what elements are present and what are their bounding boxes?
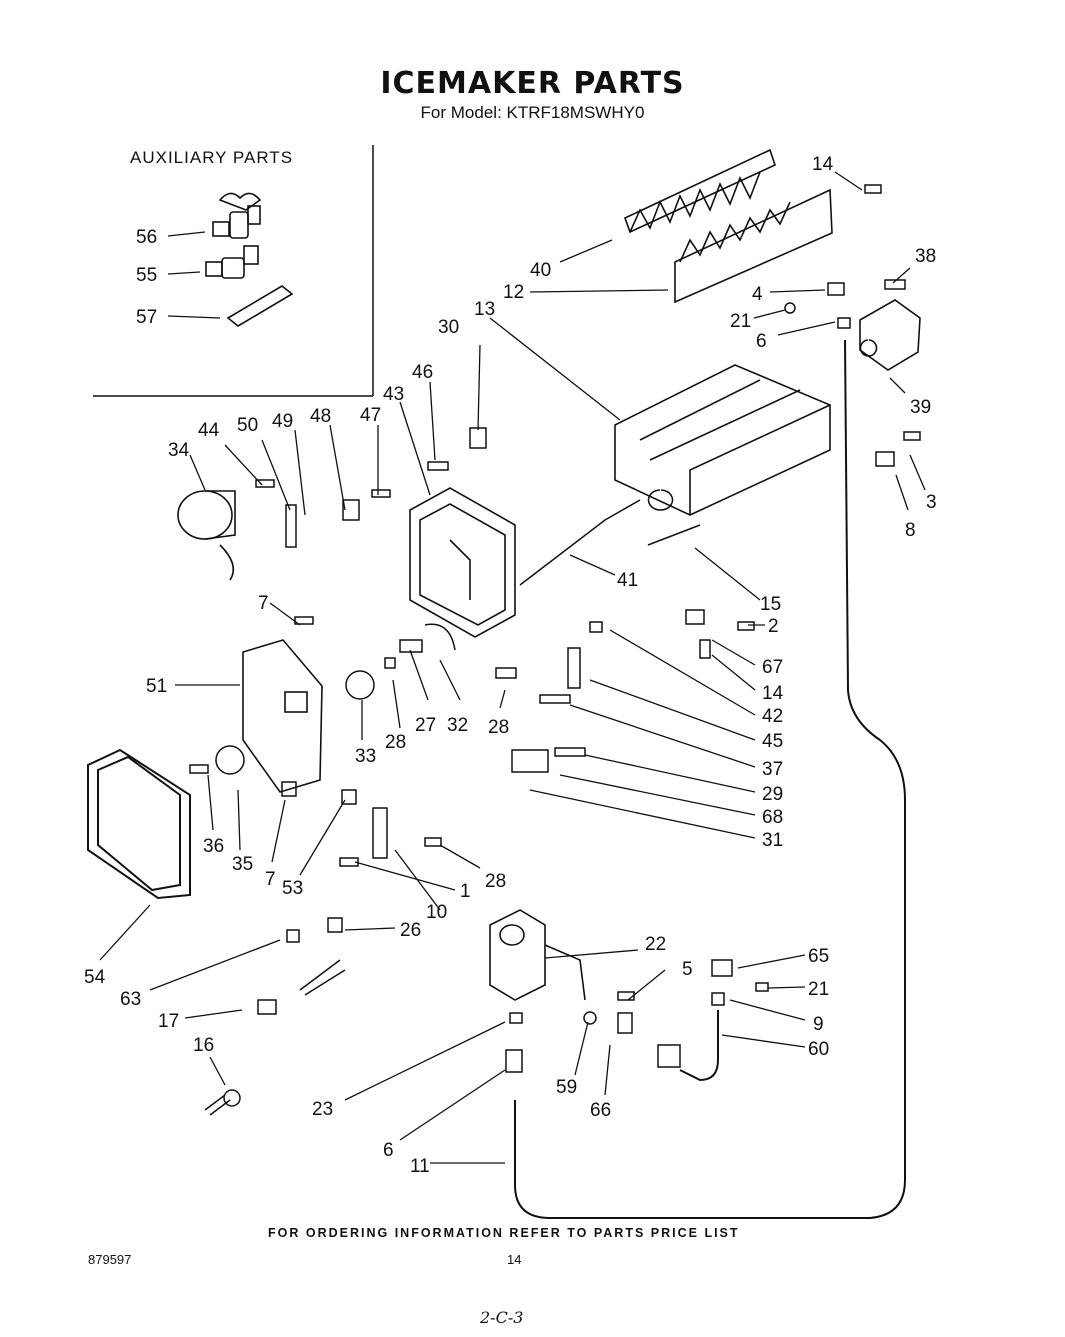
part-label-15: 15: [760, 594, 781, 615]
part-label-43: 43: [383, 384, 404, 405]
part-label-8: 8: [905, 520, 916, 541]
cover-54: [87, 748, 191, 900]
part-label-44: 44: [198, 420, 220, 441]
tube-insert-57: [226, 285, 294, 327]
ice-mold-13: [614, 364, 831, 516]
control-housing-43: [409, 487, 516, 638]
part-label-3: 3: [926, 492, 937, 513]
part-label-56: 56: [136, 227, 157, 248]
handwritten-note: 2-C-3: [480, 1308, 524, 1327]
part-label-45: 45: [762, 731, 783, 752]
part-label-57: 57: [136, 307, 157, 328]
part-label-1: 1: [460, 881, 471, 902]
part-label-40: 40: [530, 260, 551, 281]
part-label-26: 26: [400, 920, 421, 941]
part-label-35: 35: [232, 854, 253, 875]
part-label-33: 33: [355, 746, 376, 767]
part-label-42: 42: [762, 706, 783, 727]
part-label-36: 36: [203, 836, 224, 857]
part-label-31: 31: [762, 830, 783, 851]
model-subtitle: For Model: KTRF18MSWHY0: [420, 103, 645, 122]
part-label-6: 6: [383, 1140, 394, 1161]
page-number: 14: [507, 1252, 522, 1267]
part-label-10: 10: [426, 902, 447, 923]
part-label-48: 48: [310, 406, 331, 427]
part-label-6: 6: [756, 331, 767, 352]
part-label-60: 60: [808, 1039, 829, 1060]
fill-tube-41: [519, 499, 701, 586]
part-label-63: 63: [120, 989, 141, 1010]
part-label-34: 34: [168, 440, 190, 461]
part-label-32: 32: [447, 715, 468, 736]
part-label-23: 23: [312, 1099, 333, 1120]
mounting-plate-51: [242, 639, 323, 793]
part-label-47: 47: [360, 405, 381, 426]
part-label-12: 12: [503, 282, 524, 303]
motor-34: [177, 490, 236, 581]
part-label-13: 13: [474, 299, 495, 320]
part-label-21: 21: [730, 311, 751, 332]
leader-lines: [99, 171, 926, 1164]
part-label-39: 39: [910, 397, 931, 418]
part-label-50: 50: [237, 415, 258, 436]
part-label-65: 65: [808, 946, 829, 967]
part-label-27: 27: [415, 715, 436, 736]
part-label-51: 51: [146, 676, 167, 697]
small-parts: [189, 184, 921, 1116]
auxiliary-parts-heading: AUXILIARY PARTS: [130, 148, 294, 167]
valve-fitting-56: [212, 192, 262, 239]
part-label-53: 53: [282, 878, 303, 899]
part-label-28: 28: [485, 871, 506, 892]
part-label-41: 41: [617, 570, 638, 591]
part-label-14: 14: [812, 154, 834, 175]
part-label-28: 28: [488, 717, 509, 738]
connector-55: [205, 245, 259, 279]
part-label-5: 5: [682, 959, 693, 980]
part-label-49: 49: [272, 411, 293, 432]
part-label-21: 21: [808, 979, 829, 1000]
part-label-7: 7: [265, 869, 276, 890]
water-line: [514, 339, 906, 1219]
document-number: 879597: [88, 1252, 132, 1267]
part-label-66: 66: [590, 1100, 611, 1121]
part-label-67: 67: [762, 657, 783, 678]
water-valve-22: [489, 909, 586, 1001]
ordering-info-footer: FOR ORDERING INFORMATION REFER TO PARTS …: [268, 1226, 740, 1240]
part-label-11: 11: [410, 1156, 430, 1177]
part-label-17: 17: [158, 1011, 179, 1032]
part-label-9: 9: [813, 1014, 824, 1035]
ejector-blade-assembly: [624, 148, 833, 304]
part-label-38: 38: [915, 246, 936, 267]
part-label-30: 30: [438, 317, 459, 338]
part-label-28: 28: [385, 732, 406, 753]
part-label-22: 22: [645, 934, 666, 955]
part-label-59: 59: [556, 1077, 577, 1098]
part-label-68: 68: [762, 807, 783, 828]
part-label-37: 37: [762, 759, 783, 780]
part-label-14: 14: [762, 683, 784, 704]
part-label-7: 7: [258, 593, 269, 614]
part-label-29: 29: [762, 784, 783, 805]
part-label-46: 46: [412, 362, 433, 383]
mounting-bracket-39: [859, 299, 921, 371]
part-label-54: 54: [84, 967, 106, 988]
part-label-2: 2: [768, 616, 779, 637]
part-label-4: 4: [752, 284, 763, 305]
auxiliary-box-border: [93, 145, 374, 397]
part-label-16: 16: [193, 1035, 214, 1056]
page-title: ICEMAKER PARTS: [380, 66, 685, 101]
part-label-55: 55: [136, 265, 157, 286]
